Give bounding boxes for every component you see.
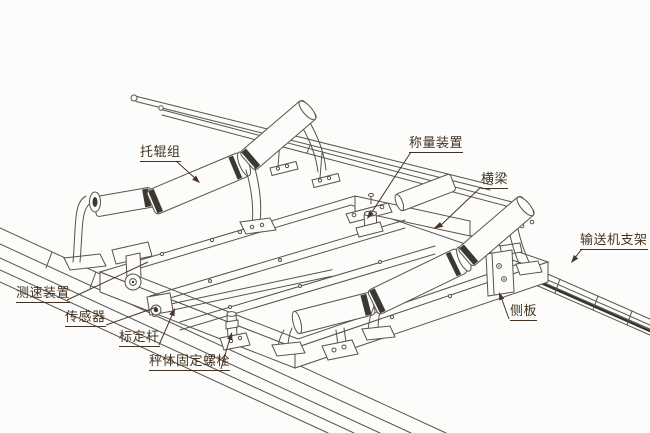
leader-side-plate — [499, 292, 509, 319]
label-idler-group: 托辊组 — [140, 145, 181, 162]
leader-speed-sensor — [67, 262, 148, 300]
label-load-cell-sensor: 传感器 — [65, 310, 106, 327]
leader-calibration-rod — [159, 308, 175, 345]
label-side-plate: 侧板 — [510, 304, 538, 321]
leader-cross-beam — [433, 187, 481, 229]
label-conveyor-support: 输送机支架 — [580, 233, 648, 250]
side-plate — [486, 220, 534, 296]
label-cross-beam: 横梁 — [481, 172, 509, 189]
foot-plate — [322, 328, 358, 360]
weighbridge-frame — [100, 196, 548, 368]
load-cell — [147, 293, 173, 315]
leader-conveyor-support — [571, 249, 582, 263]
callout-leaders — [67, 152, 582, 369]
upper-idler-group — [64, 98, 326, 270]
label-speed-sensor: 测速装置 — [16, 286, 71, 303]
leader-idler-group — [176, 161, 200, 183]
label-weighing-device: 称量装置 — [409, 136, 464, 153]
scale-fixing-bolt — [220, 312, 250, 350]
lower-idler-group — [272, 194, 542, 356]
leader-scale-fixing-bolt — [221, 332, 233, 369]
label-calibration-rod: 标定杆 — [119, 330, 160, 347]
leader-load-cell — [106, 307, 157, 325]
label-scale-body-fixing-bolt: 秤体固定螺栓 — [149, 354, 231, 371]
leader-weighing-device — [367, 152, 411, 219]
